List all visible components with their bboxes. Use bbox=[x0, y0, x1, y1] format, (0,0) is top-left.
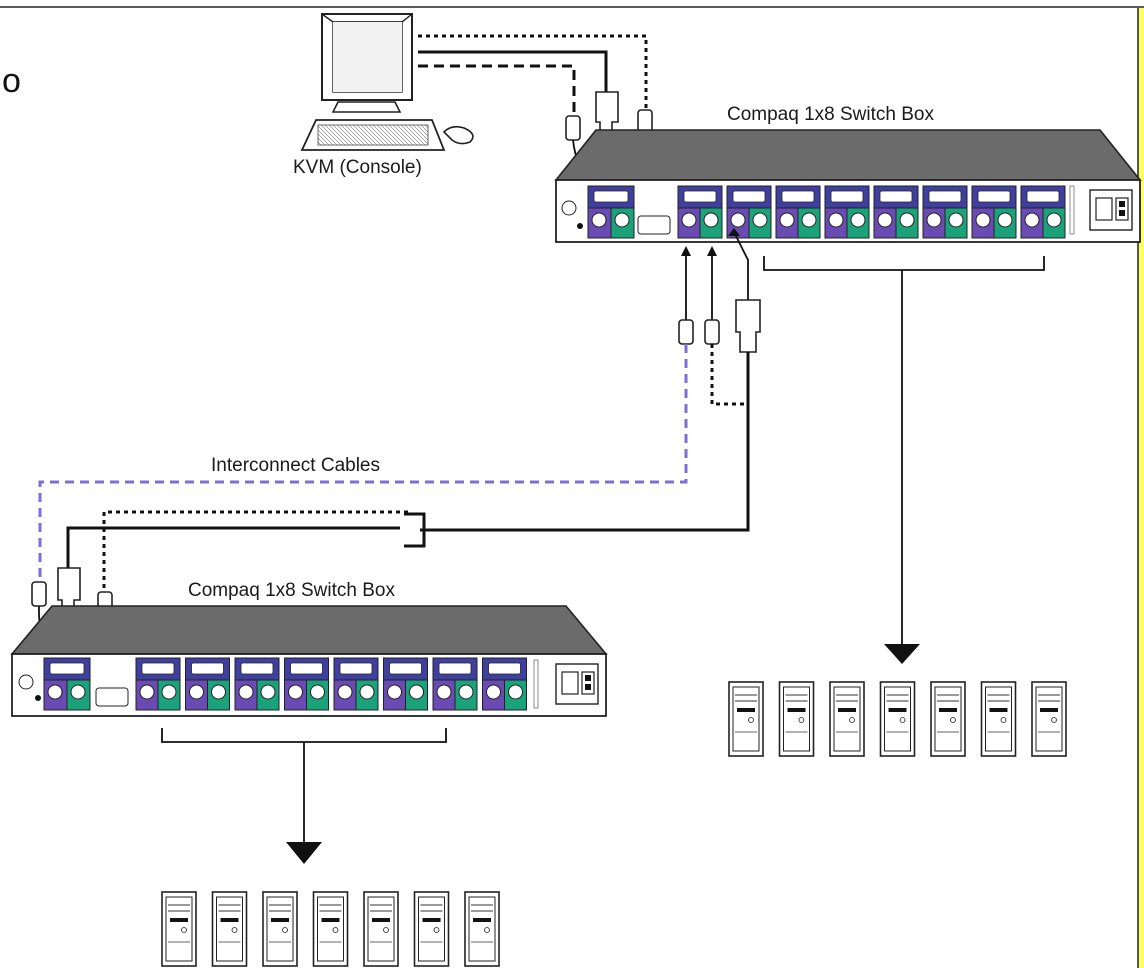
port-group-3 bbox=[775, 185, 821, 239]
top-switch-box bbox=[554, 129, 1142, 243]
server-tower-icon bbox=[930, 681, 966, 757]
server-tower-icon bbox=[980, 681, 1017, 757]
port-group-7 bbox=[432, 657, 478, 711]
top-switch-box-label: Compaq 1x8 Switch Box bbox=[727, 104, 934, 125]
interconnect-cables-label: Interconnect Cables bbox=[211, 455, 380, 476]
port-group-1 bbox=[677, 185, 723, 239]
port-group-2 bbox=[726, 185, 772, 239]
server-tower-icon bbox=[413, 891, 450, 967]
port-group-8 bbox=[1020, 185, 1066, 239]
bottom-switch-ports bbox=[135, 657, 527, 711]
bottom-switch-box-label: Compaq 1x8 Switch Box bbox=[188, 580, 395, 601]
interconnect-cables bbox=[31, 228, 761, 659]
server-tower-icon bbox=[363, 891, 399, 967]
server-tower-icon bbox=[211, 891, 248, 967]
server-tower-icon bbox=[1031, 681, 1067, 757]
port-group-3 bbox=[234, 657, 280, 711]
kvm-console-icon bbox=[300, 13, 474, 151]
port-group-5 bbox=[873, 185, 919, 239]
top-switch-ports bbox=[677, 185, 1066, 239]
server-tower-icon bbox=[312, 891, 349, 967]
server-tower-icon bbox=[879, 681, 916, 757]
server-tower-icon bbox=[262, 891, 298, 967]
server-tower-icon bbox=[829, 681, 865, 757]
server-tower-icon bbox=[778, 681, 815, 757]
server-tower-icon bbox=[161, 891, 197, 967]
bottom-server-arrow-head bbox=[286, 842, 322, 864]
console-label: KVM (Console) bbox=[293, 157, 422, 178]
right-edge-accent bbox=[1138, 8, 1144, 968]
bottom-server-group bbox=[161, 891, 500, 967]
port-group-4 bbox=[824, 185, 870, 239]
edge-glyph: o bbox=[2, 62, 21, 100]
bottom-switch-box bbox=[10, 605, 608, 717]
port-group-4 bbox=[284, 657, 329, 711]
bottom-server-bracket bbox=[161, 728, 447, 743]
port-group-8 bbox=[482, 657, 527, 711]
port-group-2 bbox=[185, 657, 230, 711]
port-group-6 bbox=[383, 657, 428, 711]
port-group-6 bbox=[922, 185, 968, 239]
port-group-7 bbox=[971, 185, 1017, 239]
top-server-arrow-head bbox=[884, 644, 920, 664]
server-tower-icon bbox=[728, 681, 764, 757]
server-tower-icon bbox=[464, 891, 500, 967]
port-group-1 bbox=[135, 657, 181, 711]
port-group-5 bbox=[333, 657, 379, 711]
top-server-group bbox=[728, 681, 1067, 757]
top-server-bracket bbox=[763, 256, 1045, 271]
